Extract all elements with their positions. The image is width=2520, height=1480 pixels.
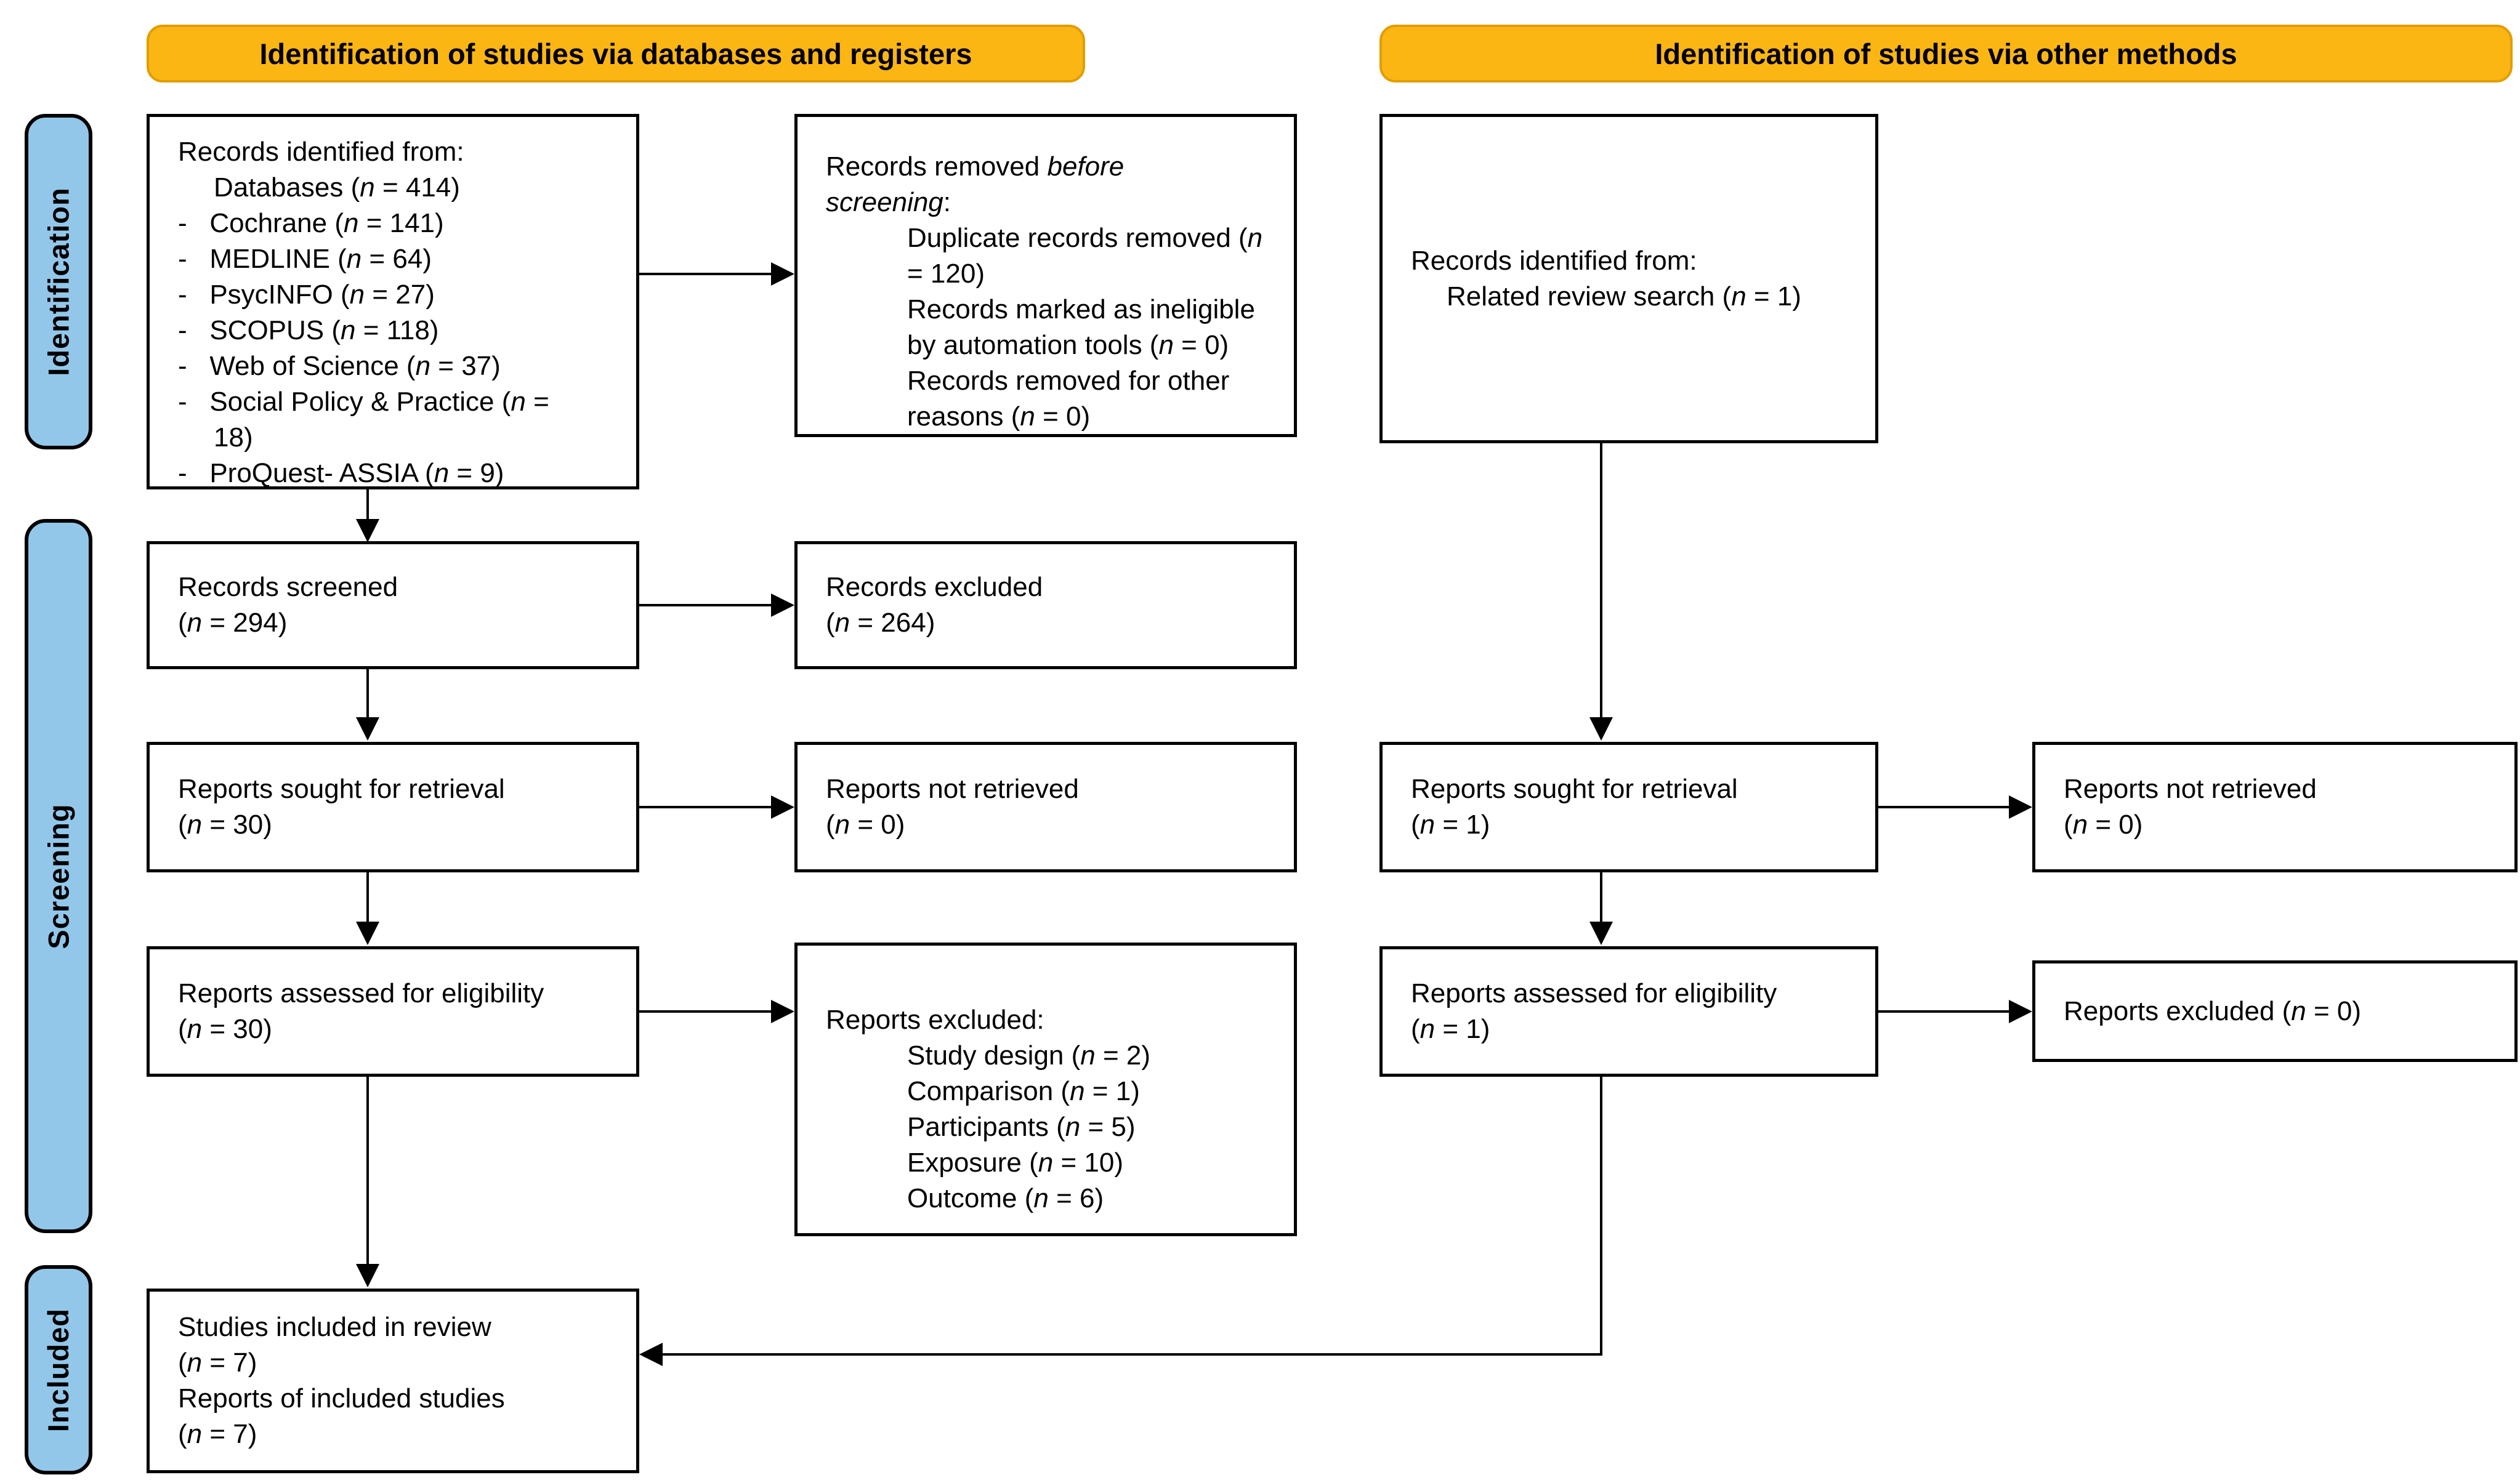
box-records-identified-databases: Records identified from: Databases (n = … xyxy=(147,114,639,489)
arrow-sought-to-notretrieved xyxy=(639,806,773,808)
stage-identification: Identification xyxy=(25,114,92,449)
text-line: Participants (n = 5) xyxy=(907,1112,1136,1142)
stage-identification-label: Identification xyxy=(42,187,75,376)
arrow-assessed-to-excludedreasons xyxy=(639,1010,773,1013)
banner-other-methods: Identification of studies via other meth… xyxy=(1379,25,2513,82)
box-studies-included: Studies included in review (n = 7) Repor… xyxy=(147,1289,639,1473)
text-line: (n = 30) xyxy=(178,810,272,840)
text-line: (n = 1) xyxy=(1411,810,1490,840)
box-reports-not-retrieved-databases: Reports not retrieved (n = 0) xyxy=(794,742,1297,872)
text-line: Records removed for other xyxy=(907,366,1230,396)
box-reports-excluded-other: Reports excluded (n = 0) xyxy=(2032,960,2518,1062)
text-line: - Cochrane (n = 141) xyxy=(178,208,444,238)
arrow-screened-to-excluded xyxy=(639,604,773,606)
text-line: Reports excluded (n = 0) xyxy=(2064,995,2362,1026)
text-line: (n = 7) xyxy=(178,1348,257,1378)
text-line: Records marked as ineligible xyxy=(907,294,1255,324)
text-line: Records identified from: xyxy=(178,137,464,167)
stage-included: Included xyxy=(25,1265,92,1474)
text-line: - Social Policy & Practice (n = xyxy=(178,387,549,417)
text-line: (n = 1) xyxy=(1411,1014,1490,1044)
text-line: Reports of included studies xyxy=(178,1383,505,1414)
text-line: 18) xyxy=(214,422,253,452)
arrowhead xyxy=(356,922,379,945)
text-line: = 120) xyxy=(907,259,985,289)
box-reports-assessed-other: Reports assessed for eligibility (n = 1) xyxy=(1379,946,1878,1077)
text-line: Reports excluded: xyxy=(826,1005,1044,1035)
text-line: Reports sought for retrieval xyxy=(178,774,505,804)
box-records-removed-before-screening: Records removed before screening: Duplic… xyxy=(794,114,1297,437)
text-line: Records excluded xyxy=(826,572,1043,602)
banner-databases-registers: Identification of studies via databases … xyxy=(147,25,1085,82)
arrow-soughtother-to-assessedother xyxy=(1600,872,1602,924)
arrow-assessedother-to-included-horizontal xyxy=(660,1353,1602,1356)
text-line: (n = 294) xyxy=(178,608,288,638)
arrowhead xyxy=(771,593,794,617)
arrowhead xyxy=(771,795,794,819)
arrowhead xyxy=(356,519,379,542)
arrow-identifiedother-to-soughtother xyxy=(1600,443,1602,720)
text-line: Studies included in review xyxy=(178,1312,491,1342)
text-line: reasons (n = 0) xyxy=(907,401,1091,432)
arrowhead xyxy=(2009,795,2032,819)
box-reports-sought-databases: Reports sought for retrieval (n = 30) xyxy=(147,742,639,872)
arrow-soughtother-to-notretrievedother xyxy=(1878,806,2011,808)
text-line: - SCOPUS (n = 118) xyxy=(178,315,439,345)
text-line: Comparison (n = 1) xyxy=(907,1076,1140,1106)
stage-screening: Screening xyxy=(25,519,92,1233)
arrow-identified-to-screened xyxy=(366,489,369,521)
text-line: Records removed before xyxy=(826,151,1125,182)
text-line: Records screened xyxy=(178,572,398,602)
box-reports-sought-other: Reports sought for retrieval (n = 1) xyxy=(1379,742,1878,872)
text-line: Reports assessed for eligibility xyxy=(178,978,544,1008)
banner-other-methods-label: Identification of studies via other meth… xyxy=(1655,37,2237,70)
text-line: Duplicate records removed (n xyxy=(907,223,1263,253)
arrowhead xyxy=(2009,1000,2032,1023)
arrowhead xyxy=(771,1000,794,1023)
text-line: Study design (n = 2) xyxy=(907,1040,1151,1071)
text-line: - PsycINFO (n = 27) xyxy=(178,280,435,310)
text-line: Reports sought for retrieval xyxy=(1411,774,1738,804)
arrow-assessedother-to-included-vertical xyxy=(1600,1077,1602,1356)
box-reports-assessed-databases: Reports assessed for eligibility (n = 30… xyxy=(147,946,639,1077)
text-line: by automation tools (n = 0) xyxy=(907,330,1229,360)
text-line: (n = 0) xyxy=(826,810,905,840)
arrowhead xyxy=(639,1343,663,1366)
text-line: Databases (n = 414) xyxy=(214,172,460,203)
arrow-assessed-to-included xyxy=(366,1077,369,1266)
text-line: (n = 7) xyxy=(178,1419,257,1449)
text-line: (n = 30) xyxy=(178,1014,272,1044)
box-records-excluded: Records excluded (n = 264) xyxy=(794,541,1297,669)
stage-included-label: Included xyxy=(42,1308,75,1432)
arrowhead xyxy=(356,717,379,741)
arrowhead xyxy=(356,1264,379,1287)
box-records-screened: Records screened (n = 294) xyxy=(147,541,639,669)
arrow-sought-to-assessed xyxy=(366,872,369,924)
arrowhead xyxy=(771,262,794,286)
arrow-assessedother-to-excludedother xyxy=(1878,1010,2011,1013)
box-reports-excluded-reasons: Reports excluded: Study design (n = 2) C… xyxy=(794,943,1297,1236)
text-line: - Web of Science (n = 37) xyxy=(178,351,501,381)
text-line: Reports not retrieved xyxy=(826,774,1079,804)
arrowhead xyxy=(1589,717,1613,741)
text-line: - MEDLINE (n = 64) xyxy=(178,244,432,274)
banner-databases-registers-label: Identification of studies via databases … xyxy=(259,37,972,70)
text-line: screening: xyxy=(826,187,951,217)
arrow-screened-to-sought xyxy=(366,669,369,720)
text-line: Records identified from: xyxy=(1411,245,1697,276)
stage-screening-label: Screening xyxy=(42,803,75,949)
text-line: Outcome (n = 6) xyxy=(907,1183,1104,1213)
text-line: (n = 0) xyxy=(2064,810,2143,840)
box-records-identified-other: Records identified from: Related review … xyxy=(1379,114,1878,443)
text-line: (n = 264) xyxy=(826,608,935,638)
text-line: - ProQuest- ASSIA (n = 9) xyxy=(178,458,504,488)
arrowhead xyxy=(1589,922,1613,945)
box-reports-not-retrieved-other: Reports not retrieved (n = 0) xyxy=(2032,742,2518,872)
text-line: Reports not retrieved xyxy=(2064,774,2317,804)
arrow-identified-to-removed xyxy=(639,273,773,275)
text-line: Related review search (n = 1) xyxy=(1447,281,1801,312)
text-line: Reports assessed for eligibility xyxy=(1411,978,1777,1008)
text-line: Exposure (n = 10) xyxy=(907,1148,1123,1178)
